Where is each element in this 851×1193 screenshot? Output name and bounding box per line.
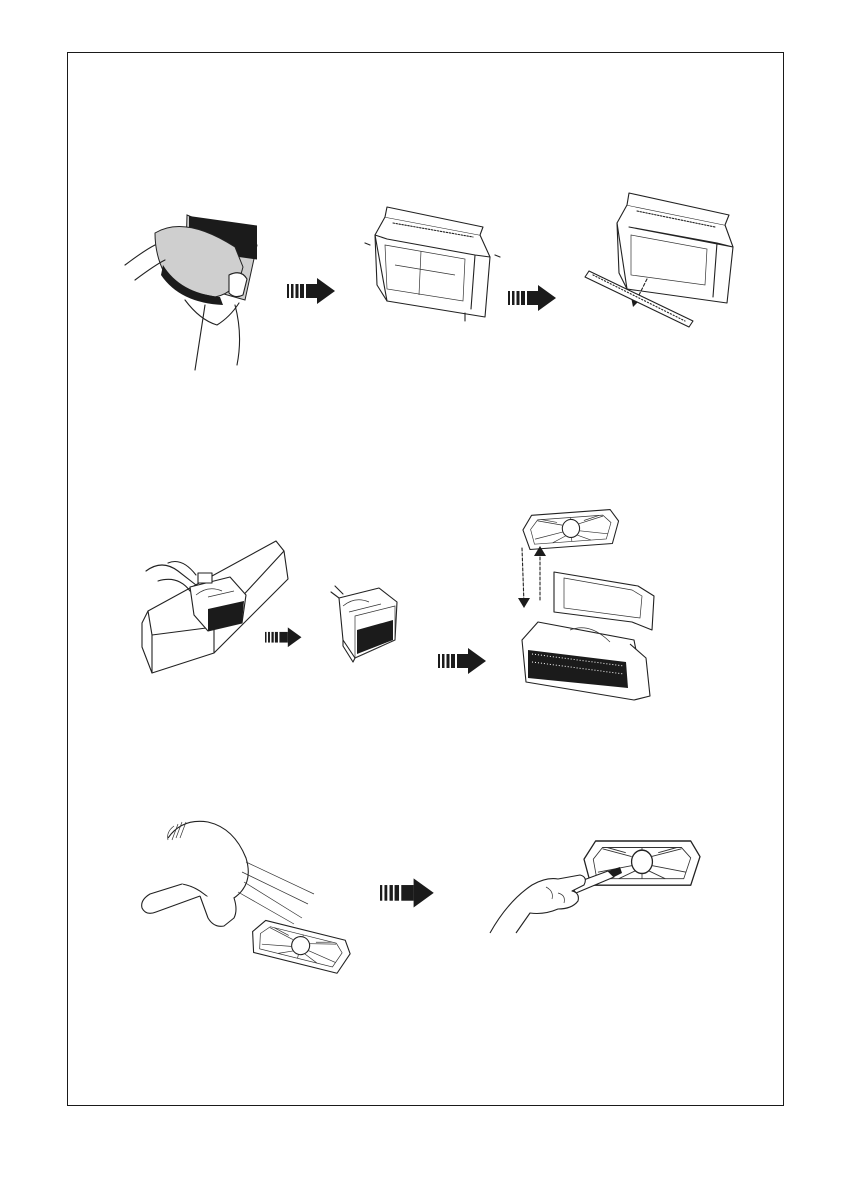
- step-arrow-icon: [508, 285, 558, 313]
- remove-filter-comb-illustration: [585, 185, 745, 335]
- remove-dust-bin-illustration: [125, 205, 265, 370]
- separate-filter-screen-illustration: [514, 512, 664, 707]
- step-arrow-icon: [265, 626, 303, 650]
- brush-clean-filter-illustration: [488, 835, 710, 935]
- open-bin-lid-illustration: [365, 205, 500, 325]
- pull-filter-unit-illustration: [138, 535, 290, 675]
- blow-dry-filter-illustration: [138, 818, 360, 980]
- step-arrow-icon: [380, 878, 436, 910]
- filter-unit-illustration: [325, 582, 405, 664]
- step-arrow-icon: [287, 278, 337, 306]
- step-arrow-icon: [438, 648, 488, 676]
